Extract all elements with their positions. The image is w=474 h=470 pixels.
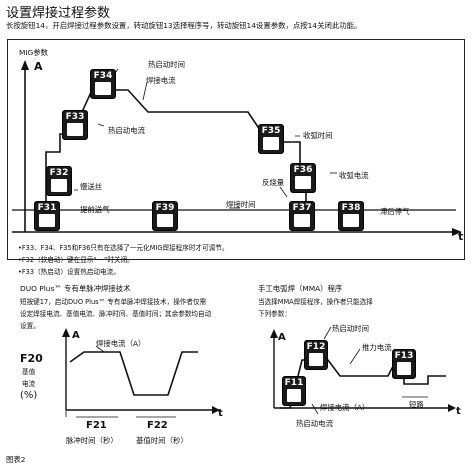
f22-label: 基值时间（秒）: [136, 436, 188, 445]
intro-text: 长按旋钮14，开启焊接过程参数设置，转动旋钮13选择程序号，转动旋钮14设置参数…: [6, 21, 362, 30]
f20-unit: (%): [20, 390, 38, 401]
mma-short-circuit: 短路: [409, 400, 424, 409]
f20-sub-1: 基值: [22, 368, 36, 376]
mig-x-axis: t: [458, 230, 464, 243]
mig-axis-label: MIG参数: [19, 48, 49, 57]
duo-desc-line-2: 设定焊接电流、基值电流、脉冲时间、基值时间；其余参数均自动: [20, 310, 212, 318]
hot-start-time-icon: [95, 82, 111, 95]
param-code: F35: [261, 126, 281, 136]
pre-gas-icon: [39, 214, 55, 227]
param-code: F34: [93, 71, 113, 81]
label-post-gas: 滞后停气: [380, 207, 410, 216]
param-box-f38[interactable]: F38: [338, 201, 364, 231]
mma-desc-line-2: 下列参数：: [258, 310, 291, 318]
mma-hot-start-current: 热启动电流: [296, 419, 333, 428]
crater-current-icon: [295, 176, 311, 189]
param-box-f13[interactable]: F13: [392, 349, 416, 379]
param-code: F12: [306, 342, 326, 352]
param-box-f33[interactable]: F33: [62, 110, 88, 140]
post-gas-icon: [343, 214, 359, 227]
f20-code: F20: [20, 352, 43, 365]
page-title: 设置焊接过程参数: [6, 6, 111, 21]
param-box-f35[interactable]: F35: [258, 124, 284, 154]
param-code: F11: [284, 378, 304, 388]
weld-time-icon: [157, 214, 173, 227]
label-arc-end-time: 收弧时间: [303, 131, 333, 140]
f21-code: F21: [86, 420, 107, 431]
mig-y-axis: A: [34, 60, 43, 73]
mma-desc-line-1: 当选择MMA焊接程序，操作者只能选择: [258, 298, 373, 306]
mma-weld-current: 焊接电流（A）: [320, 403, 370, 412]
mma-y-axis: A: [278, 332, 286, 343]
arc-end-time-icon: [263, 137, 279, 150]
label-slow-feed: 慢送丝: [80, 182, 103, 191]
duo-desc-line-3: 设置。: [20, 322, 40, 330]
figure-caption: 图表2: [6, 455, 26, 464]
f20-sub-2: 电流: [22, 380, 36, 388]
mma-title: 手工电弧焊（MMA）程序: [258, 284, 343, 293]
note-2: •F32（软启动）键在显示“---”时关闭。: [18, 256, 134, 264]
param-code: F39: [155, 203, 175, 213]
duo-y-axis: A: [72, 330, 80, 341]
param-box-f36[interactable]: F36: [290, 163, 316, 193]
duo-desc-line-1: 短按键17，启动DUO Plus™ 专有单脉冲焊接技术，操作者仅需: [20, 298, 207, 306]
param-box-f31[interactable]: F31: [34, 201, 60, 231]
param-box-f37[interactable]: F37: [289, 201, 315, 231]
note-1: •F33、F34、F35和F36只有在选择了一元化MIG焊接程序时才可调节。: [18, 244, 229, 252]
param-code: F36: [293, 165, 313, 175]
label-pre-gas: 提前送气: [80, 205, 110, 214]
duo-title: DUO Plus™ 专有单脉冲焊接技术: [20, 284, 131, 293]
label-burnback: 反烧量: [262, 178, 285, 187]
mma-hot-start-time: 热启动时间: [332, 324, 369, 333]
label-weld-current: 焊接电流: [146, 76, 176, 85]
label-hot-start-current: 热启动电流: [108, 126, 145, 135]
param-box-f39[interactable]: F39: [152, 201, 178, 231]
label-crater-current: 收弧电流: [339, 171, 369, 180]
param-code: F37: [292, 203, 312, 213]
hot-start-current-icon: [67, 123, 83, 136]
param-box-f34[interactable]: F34: [90, 69, 116, 99]
param-code: F38: [341, 203, 361, 213]
arc-force-icon: [397, 362, 411, 375]
param-box-f32[interactable]: F32: [46, 166, 72, 196]
label-weld-time: 焊接时间: [226, 200, 256, 209]
param-code: F31: [37, 203, 57, 213]
note-3: •F33（热启动）设置热启动电流。: [18, 268, 120, 276]
f22-code: F22: [147, 420, 168, 431]
slow-feed-icon: [51, 179, 67, 192]
param-code: F33: [65, 112, 85, 122]
duo-weld-current: 焊接电流（A）: [96, 339, 146, 348]
param-code: F13: [394, 351, 414, 361]
param-code: F32: [49, 168, 69, 178]
param-box-f12[interactable]: F12: [304, 340, 328, 370]
mma-arc-force-current: 推力电流: [362, 343, 392, 352]
f21-label: 脉冲时间（秒）: [66, 436, 118, 445]
mma-x-axis: t: [456, 406, 461, 417]
mig-diagram-frame: [7, 39, 465, 260]
duo-x-axis: t: [218, 408, 223, 419]
mma-hot-start-current-icon: [287, 389, 301, 402]
param-box-f11[interactable]: F11: [282, 376, 306, 406]
label-hot-start-time: 热启动时间: [148, 60, 185, 69]
mma-hot-start-time-icon: [309, 353, 323, 366]
burnback-icon: [294, 214, 310, 227]
